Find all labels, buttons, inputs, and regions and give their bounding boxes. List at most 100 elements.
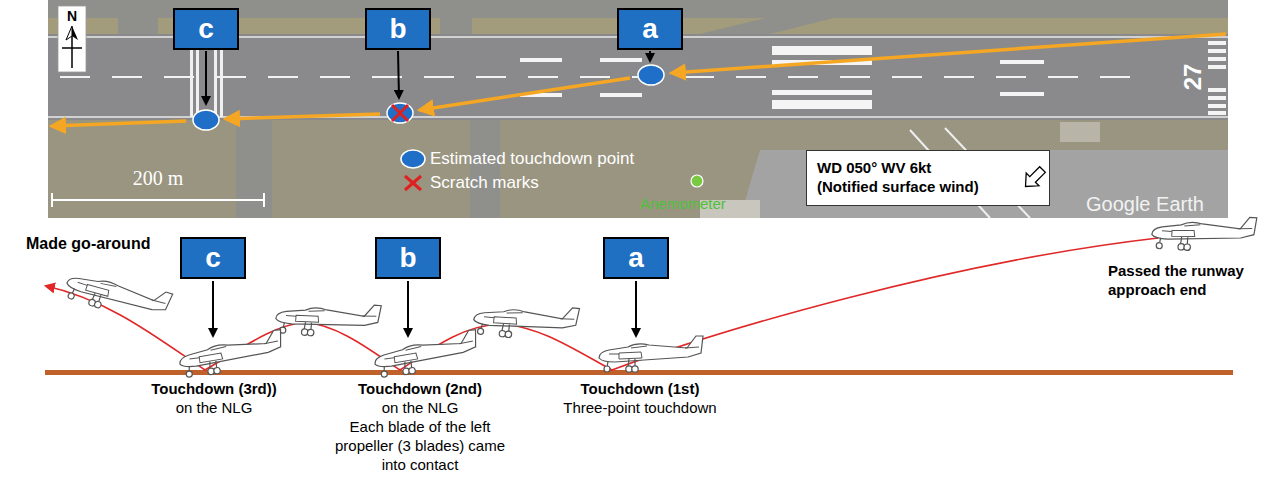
flight-path-arrow — [420, 78, 630, 110]
aerial-photo — [700, 0, 905, 34]
scale-bar — [51, 193, 53, 207]
aerial-photo — [1000, 92, 1044, 96]
legend-swatch — [405, 176, 421, 190]
node-text: a — [628, 244, 644, 272]
callout-tag: a — [603, 237, 669, 279]
aerial-photo — [740, 150, 1228, 218]
aerial-photo — [1208, 57, 1226, 61]
ground-line — [45, 370, 1233, 375]
flight-path-arrow — [226, 114, 380, 119]
touchdown-point — [387, 103, 413, 123]
scale-bar — [52, 193, 264, 207]
runway-number: 27 — [1178, 64, 1208, 91]
watermark: Google Earth — [1086, 192, 1204, 217]
wind-box-fill — [806, 150, 1050, 206]
aerial-photo — [1208, 41, 1226, 45]
touchdown-note: on the NLG — [176, 399, 253, 418]
leader-arrow — [212, 281, 214, 336]
node-text: a — [642, 15, 658, 43]
aerial-photo — [600, 58, 642, 62]
callout-tag: c — [180, 237, 246, 279]
touchdown-label: Touchdown (2nd) — [358, 380, 482, 399]
airplane — [63, 212, 1257, 378]
legend-swatch — [401, 150, 425, 168]
leader-arrow — [205, 51, 207, 104]
legend-swatch — [401, 150, 425, 190]
wind-box-fill — [1019, 163, 1049, 193]
touchdown-label: Touchdown (3rd)) — [151, 380, 277, 399]
scale-label: 200 m — [133, 166, 184, 191]
airplane — [177, 330, 285, 379]
leader-arrow — [635, 281, 637, 336]
scratch-mark — [392, 105, 408, 121]
north-label: N — [67, 8, 77, 26]
airplane — [372, 330, 480, 379]
touchdown-point — [193, 65, 664, 130]
anemometer-dot — [691, 175, 703, 187]
aerial-photo — [600, 93, 642, 97]
north-arrow — [58, 6, 86, 72]
leader-arrow — [206, 51, 650, 336]
legend-entry: Scratch marks — [430, 172, 539, 193]
flight-path-arrow — [672, 34, 1226, 73]
scale-bar — [263, 193, 265, 207]
aerial-photo — [1208, 41, 1226, 115]
aerial-photo — [772, 90, 872, 95]
go-around-label: Made go-around — [26, 234, 150, 254]
aerial-photo — [772, 46, 872, 55]
touchdown-point — [638, 65, 664, 85]
wind-box-fill — [806, 150, 1050, 206]
scale-bar — [52, 199, 264, 201]
callout-tag: a — [617, 8, 683, 50]
north-arrow — [62, 47, 82, 49]
callout-tag: b — [375, 237, 441, 279]
aerial-photo — [236, 120, 272, 218]
north-arrow — [58, 6, 86, 72]
aerial-photo — [772, 100, 872, 109]
touchdown-note: on the NLG — [382, 399, 459, 418]
airplane — [63, 262, 173, 329]
flight-path-arrow — [52, 121, 186, 126]
legend-text: Estimated touchdown point — [430, 149, 634, 168]
callout-tag: b — [365, 8, 431, 50]
legend-text: Scratch marks — [430, 173, 539, 192]
airplane — [599, 336, 703, 372]
touchdown-note: Three-point touchdown — [563, 399, 716, 418]
aerial-photo — [1060, 122, 1100, 142]
aerial-photo — [118, 0, 158, 34]
aerial-photo — [48, 0, 1228, 218]
touchdown-point — [193, 110, 219, 130]
scratch-mark — [392, 105, 408, 121]
aerial-photo — [48, 116, 1228, 118]
aerial-photo — [1208, 49, 1226, 53]
aerial-photo — [1208, 65, 1226, 69]
aerial-photo — [1000, 60, 1044, 64]
wind-info-box: WD 050° WV 6kt (Notified surface wind) — [806, 150, 1050, 206]
node-text: b — [389, 15, 406, 43]
approach-label: Passed the runway approach end — [1108, 262, 1258, 300]
aerial-photo — [1208, 88, 1226, 92]
airplane — [275, 297, 382, 342]
aerial-photo — [520, 58, 562, 62]
leader-arrow — [649, 51, 651, 61]
aerial-photo — [48, 0, 1228, 218]
aerial-photo — [1208, 96, 1226, 100]
aerial-photo — [1208, 104, 1226, 108]
north-arrow — [72, 26, 78, 40]
legend-swatch — [405, 176, 421, 190]
node-text: WD 050° WV 6kt (Notified surface wind) — [817, 159, 987, 197]
touchdown-label: Touchdown (1st) — [581, 380, 700, 399]
aerial-photo — [60, 76, 1150, 78]
north-arrow — [66, 26, 72, 40]
leader-arrow — [407, 281, 409, 336]
aerial-photo — [470, 120, 500, 218]
node-text: c — [205, 244, 221, 272]
node-text: b — [399, 244, 416, 272]
callout-tag: c — [173, 8, 239, 50]
airplane — [1151, 212, 1257, 254]
anemometer-label: Anemometer — [640, 195, 726, 214]
airplane — [472, 298, 579, 345]
node-text: c — [198, 15, 214, 43]
aerial-photo — [1208, 111, 1226, 115]
